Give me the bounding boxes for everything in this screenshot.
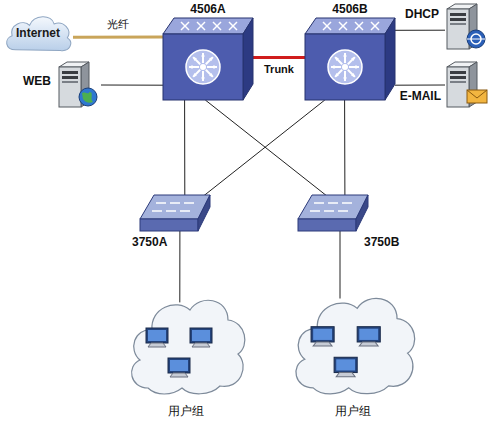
network-link xyxy=(200,100,325,199)
device-label: 3750B xyxy=(364,235,399,249)
device-label: 用户组 xyxy=(335,404,371,418)
network-link xyxy=(184,100,185,195)
network-link xyxy=(179,231,180,302)
device-label: WEB xyxy=(23,74,51,88)
user-group: 用户组 xyxy=(124,292,248,396)
trunk-link xyxy=(253,56,305,59)
core-switch-icon xyxy=(163,18,253,100)
core-switch: 4506B xyxy=(305,18,395,100)
device-label: E-MAIL xyxy=(400,89,441,103)
server-icon xyxy=(57,62,101,108)
access-switch-icon xyxy=(298,195,368,231)
network-link xyxy=(395,30,445,31)
network-link xyxy=(340,231,341,299)
device-label: 4506A xyxy=(190,2,225,16)
access-switch: 3750B xyxy=(298,195,368,231)
user-cloud xyxy=(124,292,248,396)
user-group: 用户组 xyxy=(288,290,418,396)
device-label: 用户组 xyxy=(168,404,204,418)
network-link xyxy=(344,100,345,195)
core-switch: 4506A xyxy=(163,18,253,100)
server: E-MAIL xyxy=(445,62,489,108)
server: DHCP xyxy=(445,4,489,50)
access-switch-icon xyxy=(140,195,210,231)
server: WEB xyxy=(57,62,101,108)
link-label: 光纤 xyxy=(105,18,131,31)
internet-cloud: Internet xyxy=(3,12,73,54)
access-switch: 3750A xyxy=(140,195,210,231)
user-cloud xyxy=(288,290,418,396)
server-icon xyxy=(445,4,489,50)
node-label: Internet xyxy=(16,26,60,40)
fiber-link xyxy=(73,35,163,38)
device-label: DHCP xyxy=(405,7,439,21)
core-switch-icon xyxy=(305,18,395,100)
network-link xyxy=(205,100,330,199)
link-label: Trunk xyxy=(262,63,296,76)
network-link xyxy=(101,85,163,86)
server-icon xyxy=(445,62,489,108)
network-link xyxy=(395,85,445,86)
device-label: 3750A xyxy=(132,235,167,249)
device-label: 4506B xyxy=(332,2,367,16)
